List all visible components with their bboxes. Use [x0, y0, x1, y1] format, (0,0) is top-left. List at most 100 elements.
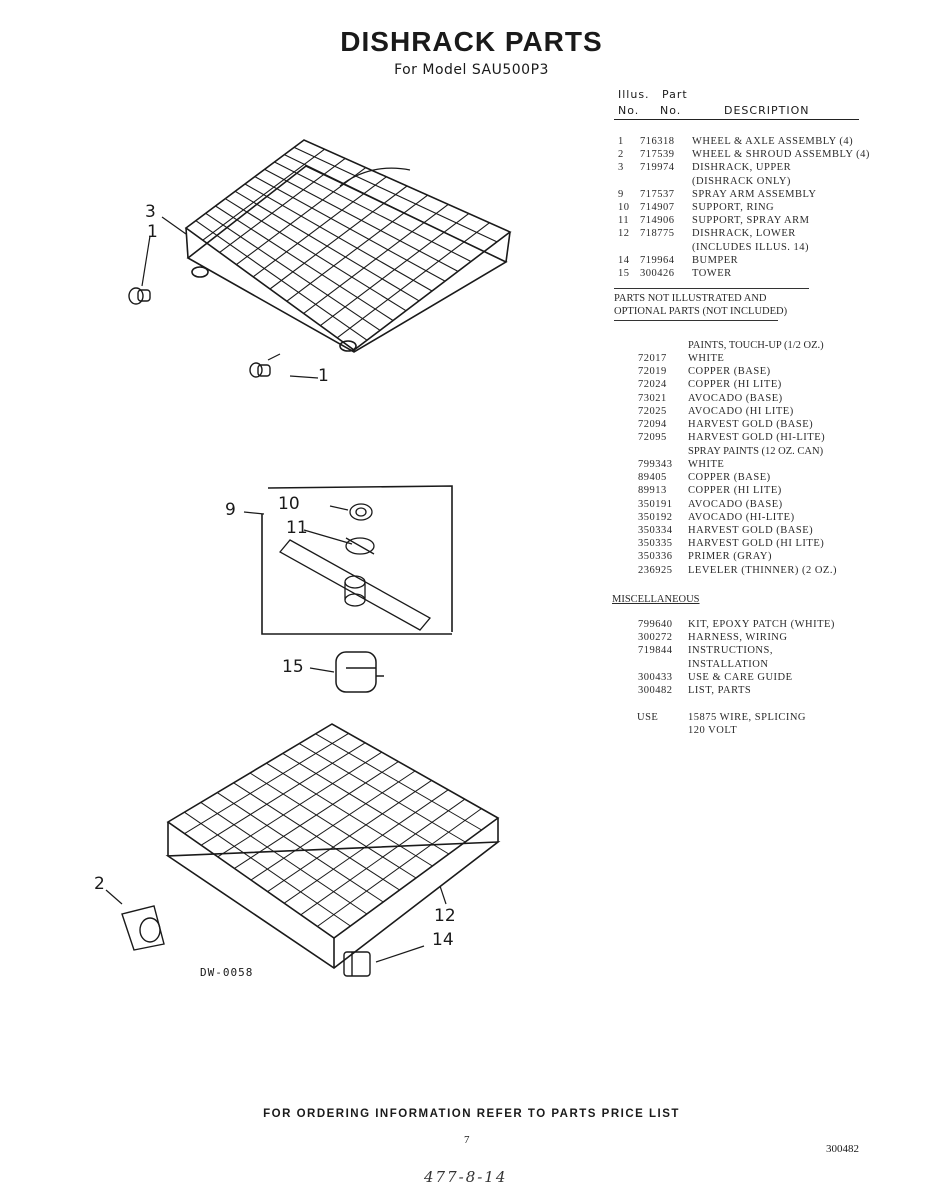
- upper-rack-wire: [303, 203, 449, 314]
- row-illus-no: 2: [618, 149, 624, 161]
- page-subtitle: For Model SAU500P3: [394, 62, 549, 78]
- row-part-no: 300426: [640, 268, 675, 279]
- spray-header: SPRAY PAINTS (12 OZ. CAN): [688, 446, 824, 457]
- lower-rack-wire: [250, 770, 416, 881]
- row-part-no: 717537: [640, 188, 675, 200]
- lower-rack-grid: [184, 732, 482, 927]
- upper-rack-wire: [202, 148, 325, 241]
- row-part-no: 89913: [638, 485, 667, 497]
- row-description: AVOCADO (HI LITE): [688, 405, 794, 417]
- row-description: DISHRACK, LOWER: [692, 228, 796, 240]
- lower-rack-wire: [266, 762, 433, 867]
- upper-rack-tines: [195, 146, 498, 341]
- callout-14: 14: [432, 930, 454, 950]
- row-description: TOWER: [692, 268, 732, 279]
- row-description: LIST, PARTS: [688, 685, 752, 696]
- lower-dishrack: [165, 723, 501, 969]
- row-part-no: 72025: [638, 405, 667, 417]
- row-description: COPPER (HI LITE): [688, 485, 782, 497]
- row-description: COPPER (BASE): [688, 366, 771, 378]
- wheel-1b-icon: [249, 362, 271, 378]
- row-description: BUMPER: [692, 254, 739, 266]
- spray-arm-box: [261, 485, 453, 635]
- row-description: INSTRUCTIONS,: [688, 645, 773, 657]
- use-label: USE: [637, 712, 659, 723]
- row-part-no: 73021: [638, 392, 667, 404]
- row-description: SPRAY ARM ASSEMBLY: [692, 188, 817, 200]
- upper-rack-wire: [219, 157, 346, 253]
- row-description: COPPER (BASE): [688, 472, 771, 484]
- row-illus-no: 9: [618, 188, 624, 200]
- row-illus-no: 15: [618, 268, 630, 279]
- not-illustrated-line2: OPTIONAL PARTS (NOT INCLUDED): [614, 306, 788, 317]
- callout-11: 11: [286, 518, 308, 538]
- document-number: 300482: [826, 1143, 859, 1155]
- lower-rack-wire: [298, 743, 466, 843]
- callout-15: 15: [282, 657, 304, 677]
- row-part-no: 72019: [638, 366, 667, 378]
- callout-12: 12: [434, 906, 456, 926]
- row-part-no: 236925: [638, 564, 673, 576]
- row-illus-no: 10: [618, 202, 630, 213]
- spray-arm-assembly: [278, 503, 432, 631]
- row-description: HARVEST GOLD (HI LITE): [688, 538, 825, 550]
- lower-rack-wire: [315, 733, 482, 831]
- wheel-shroud-2-icon: [121, 905, 165, 951]
- row-description: USE & CARE GUIDE: [688, 671, 793, 683]
- row-description: (DISHRACK ONLY): [692, 175, 791, 187]
- row-part-no: 300482: [638, 685, 673, 696]
- upper-rack-wire: [252, 176, 387, 278]
- callout-leaders-upper: [141, 216, 319, 379]
- row-part-no: 350336: [638, 551, 673, 563]
- row-description: INSTALLATION: [688, 658, 769, 670]
- upper-rack-wire: [320, 213, 470, 327]
- row-illus-no: 3: [618, 162, 624, 174]
- row-part-no: 72095: [638, 432, 667, 444]
- header-description: DESCRIPTION: [724, 104, 810, 117]
- header-divider: [614, 119, 859, 120]
- row-illus-no: 11: [618, 215, 630, 227]
- callout-2: 2: [94, 874, 105, 894]
- lower-rack-wire: [283, 789, 449, 904]
- callout-10: 10: [278, 494, 300, 514]
- upper-dishrack: [184, 139, 512, 353]
- row-part-no: 719974: [640, 162, 675, 174]
- row-description: WHEEL & AXLE ASSEMBLY (4): [692, 136, 854, 147]
- bumper-14-icon: [343, 951, 371, 977]
- row-description: AVOCADO (BASE): [688, 392, 783, 404]
- use-line2: 120 VOLT: [688, 725, 738, 736]
- row-description: WHEEL & SHROUD ASSEMBLY (4): [692, 149, 870, 161]
- handwritten-note: 477-8-14: [424, 1168, 508, 1186]
- callout-9: 9: [225, 500, 236, 520]
- drawing-number: DW-0058: [200, 966, 254, 979]
- callout-leaders-spray: [243, 505, 353, 673]
- paints-header: PAINTS, TOUCH-UP (1/2 OZ.): [688, 340, 824, 351]
- row-illus-no: 12: [618, 228, 630, 240]
- row-part-no: 300272: [638, 632, 673, 644]
- row-part-no: 714906: [640, 215, 675, 227]
- row-part-no: 350192: [638, 511, 673, 523]
- callout-3: 3: [145, 202, 156, 222]
- row-part-no: 714907: [640, 202, 675, 213]
- row-description: SUPPORT, RING: [692, 202, 775, 213]
- row-description: HARVEST GOLD (BASE): [688, 419, 814, 430]
- row-description: HARVEST GOLD (BASE): [688, 525, 814, 536]
- lower-rack-wire: [267, 779, 432, 893]
- lower-rack-wire: [300, 798, 466, 916]
- callout-leaders-lower: [105, 885, 447, 963]
- row-description: SUPPORT, SPRAY ARM: [692, 215, 810, 227]
- misc-header: MISCELLANEOUS: [612, 594, 700, 605]
- header-part: Part: [662, 88, 688, 101]
- callout-1-lower: 1: [318, 366, 329, 386]
- ordering-footer: FOR ORDERING INFORMATION REFER TO PARTS …: [263, 1108, 680, 1120]
- tower-icon: [335, 651, 384, 693]
- lower-rack-wire: [317, 808, 482, 927]
- lower-rack-wire: [282, 752, 450, 855]
- callout-1-upper: 1: [147, 222, 158, 242]
- upper-rack-wire: [269, 185, 408, 290]
- row-part-no: 719964: [640, 254, 675, 266]
- row-description: KIT, EPOXY PATCH (WHITE): [688, 619, 835, 630]
- row-description: WHITE: [688, 353, 725, 364]
- upper-rack-wire: [336, 222, 490, 339]
